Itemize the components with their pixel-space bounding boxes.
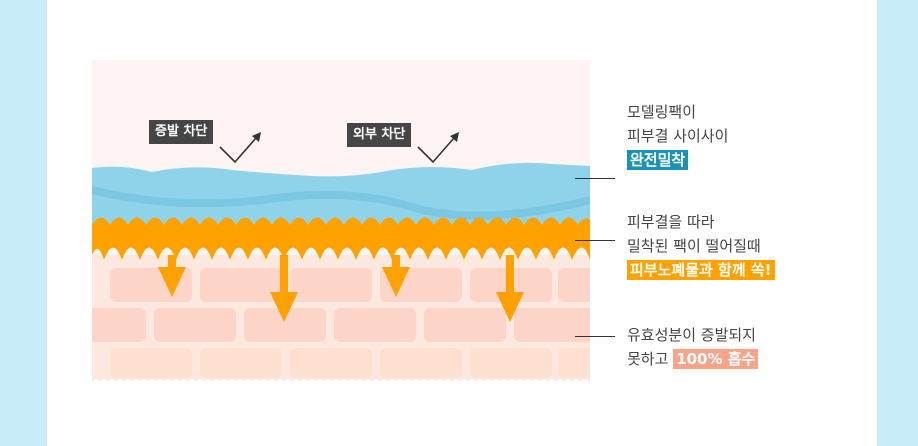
pointer-line-1: [575, 178, 615, 179]
caption-seal: 모델링팩이 피부결 사이사이 완전밀착: [627, 100, 728, 172]
caption-line: 피부결 사이사이: [627, 127, 729, 145]
evaporation-block-label: 증발 차단: [149, 120, 214, 144]
caption-removal: 피부결을 따라 밀착된 팩이 떨어질때 피부노폐물과 함께 쏙!: [627, 210, 775, 282]
orange-wave-layer: [92, 217, 590, 260]
caption-line: 밀착된 팩이 떨어질때: [627, 237, 761, 255]
external-block-label: 외부 차단: [347, 123, 412, 147]
caption-line: 모델링팩이: [627, 103, 697, 121]
absorption-arrows: [158, 255, 524, 322]
pointer-line-2: [575, 240, 615, 241]
skin-cells: [92, 268, 590, 342]
caption-line: 못하고: [627, 350, 669, 368]
skin-layer-illustration: [92, 60, 590, 390]
caption-absorption: 유효성분이 증발되지 못하고 100% 흡수: [627, 323, 759, 371]
caption-line: 피부결을 따라: [627, 213, 715, 231]
caption-line: 유효성분이 증발되지: [627, 326, 756, 344]
highlight-complete-adhesion: 완전밀착: [627, 150, 689, 170]
highlight-full-absorption: 100% 흡수: [673, 349, 759, 369]
highlight-waste-removal: 피부노폐물과 함께 쏙!: [627, 260, 775, 280]
pointer-line-3: [575, 336, 615, 337]
